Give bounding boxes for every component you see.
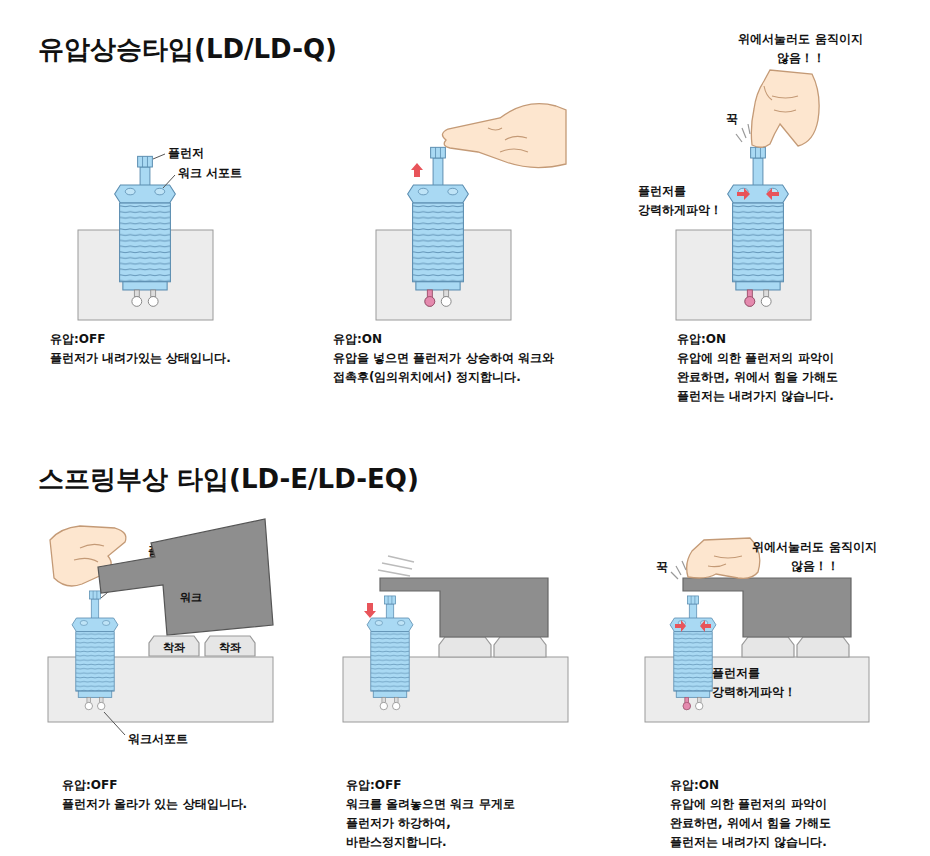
base-block (48, 657, 869, 722)
state-caption: 유압:OFF (62, 776, 117, 795)
node-shape (95, 505, 275, 640)
state-caption: 플런저가 내려가있는 상태입니다. (50, 349, 231, 368)
press-mark (736, 124, 750, 142)
note-label: 꾹 (656, 558, 668, 577)
state-caption: 플런저가 올라가 있는 상태입니다. (62, 795, 247, 814)
seat (742, 637, 849, 657)
workpiece: 워크 (95, 505, 275, 640)
node-text: 착좌 (219, 640, 241, 655)
state-caption: 유압을 넣으면 플런저가 상승하여 워크와 접촉후(임의위치에서) 정지합니다. (333, 349, 578, 387)
down-arrow (364, 603, 376, 618)
note-label: 플런저를 강력하게파악！ (712, 664, 812, 702)
work-support (408, 147, 469, 306)
note-label: 플런저를 강력하게파악！ (638, 182, 730, 220)
section-title: 스프링부상 타입(LD-E/LD-EQ) (38, 462, 419, 497)
part-label: 워크 서포트 (178, 164, 242, 183)
state-caption: 유압:OFF (346, 776, 401, 795)
work-support (72, 591, 118, 710)
hand (442, 104, 566, 168)
part-label: 워크서포트 (128, 730, 188, 749)
up-arrow (411, 163, 423, 177)
part-label: 플런저 (168, 144, 204, 163)
motion-lines (378, 556, 414, 576)
grip-arrow (737, 188, 779, 200)
note-label: 꾹 (726, 110, 738, 129)
state-caption: 유압:ON (677, 330, 726, 349)
node-text: 워크 (180, 590, 202, 605)
state-caption: 유압에 의한 플런저의 파악이 완료하면, 위에서 힘을 가해도 플런저는 내려… (670, 795, 850, 852)
note-label: 위에서눌러도 움직이지 않음！！ (752, 538, 877, 576)
state-caption: 유압:OFF (50, 330, 105, 349)
work-support (115, 156, 176, 306)
seat-block: 착좌 (148, 635, 200, 657)
state-caption: 유압:ON (670, 776, 719, 795)
workpiece (683, 578, 851, 637)
seat (439, 637, 546, 657)
note-label: 위에서눌러도 움직이지 않음！！ (738, 30, 863, 68)
node-text: 착좌 (163, 640, 185, 655)
work-support (728, 147, 789, 306)
hand (751, 70, 819, 147)
seat-block: 착좌 (204, 635, 256, 657)
hand (687, 538, 760, 578)
section-title: 유압상승타입(LD/LD-Q) (38, 32, 337, 67)
press-mark (671, 561, 686, 579)
state-caption: 유압:ON (333, 330, 382, 349)
workpiece (380, 578, 548, 637)
grip-arrow (675, 620, 711, 632)
state-caption: 워크를 올려놓으면 워크 무게로 플런저가 하강하여, 바란스정지합니다. (346, 795, 536, 852)
work-support (670, 596, 716, 710)
state-caption: 유압에 의한 플런저의 파악이 완료하면, 위에서 힘을 가해도 플런저는 내려… (677, 349, 857, 406)
